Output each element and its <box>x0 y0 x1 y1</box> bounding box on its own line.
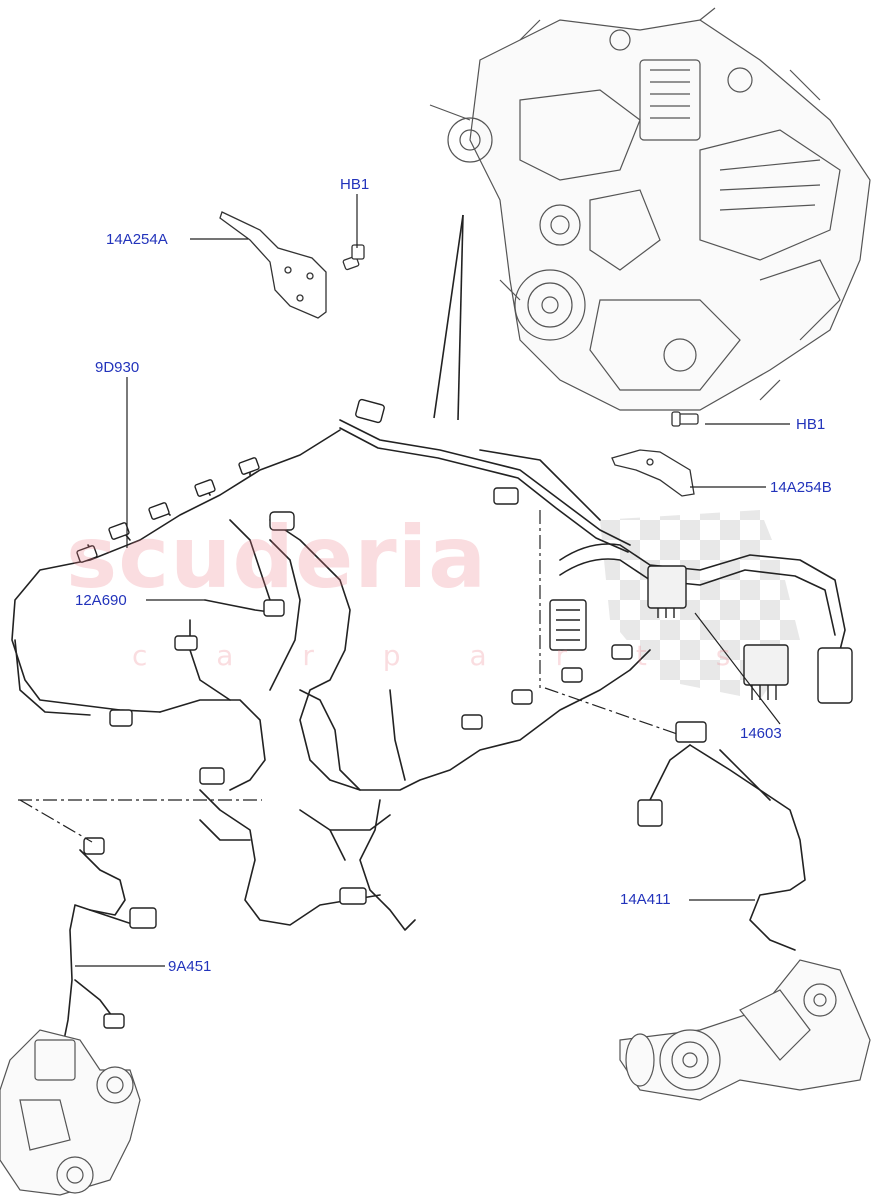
mounting-bracket-a <box>219 211 327 319</box>
engine-block <box>429 7 871 411</box>
callout-leaders <box>75 194 790 967</box>
turbocharger-right <box>619 959 871 1101</box>
mounting-bracket-b <box>611 449 695 497</box>
callout-12a690[interactable]: 12A690 <box>75 592 127 609</box>
callout-9d930[interactable]: 9D930 <box>95 359 140 376</box>
bolt-right <box>671 411 699 427</box>
callout-14a254b[interactable]: 14A254B <box>770 479 832 496</box>
callout-14603[interactable]: 14603 <box>740 725 782 742</box>
callout-14a254a[interactable]: 14A254A <box>106 231 168 248</box>
reference-lines <box>18 510 681 843</box>
leader-lines <box>433 214 464 421</box>
callout-14a411[interactable]: 14A411 <box>620 891 671 908</box>
bolt-top <box>342 244 365 271</box>
harness-connectors <box>76 398 853 1029</box>
watermark-tagline: c a r p a r t s <box>132 639 761 672</box>
callout-hb1-right[interactable]: HB1 <box>796 416 826 433</box>
callout-9a451[interactable]: 9A451 <box>168 958 212 975</box>
turbocharger-left <box>0 1029 141 1196</box>
callout-hb1-top[interactable]: HB1 <box>340 176 370 193</box>
watermark-logo: scuderia <box>66 508 488 608</box>
